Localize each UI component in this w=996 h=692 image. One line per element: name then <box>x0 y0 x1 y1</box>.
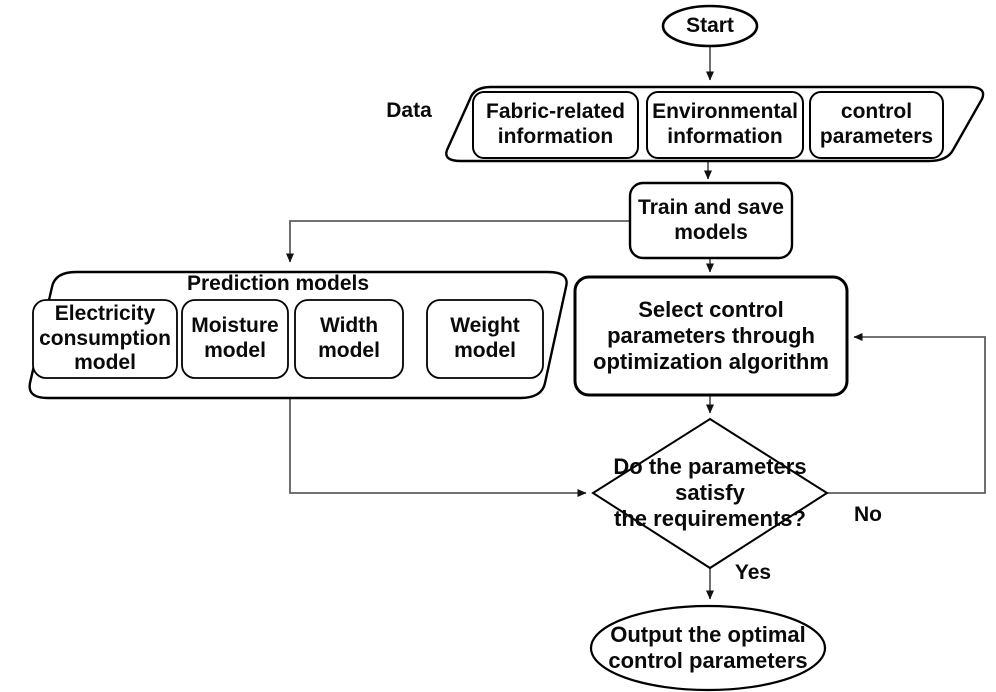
environmental-info-box <box>646 91 804 159</box>
connector-prediction-to-decision <box>289 398 587 497</box>
connector-no-loop <box>827 333 986 494</box>
width-model-box <box>294 299 404 379</box>
moisture-model-box <box>181 299 289 379</box>
weight-model-box <box>426 299 544 379</box>
select-parameters-box <box>573 275 849 397</box>
train-models-box <box>628 181 794 260</box>
fabric-info-box <box>472 91 639 159</box>
start-terminator-shape <box>661 4 759 48</box>
connector-train-to-prediction <box>286 220 630 263</box>
output-terminator-shape <box>589 604 827 692</box>
decision-diamond <box>591 417 829 570</box>
control-parameters-box <box>809 91 944 159</box>
electricity-model-box <box>32 299 178 379</box>
